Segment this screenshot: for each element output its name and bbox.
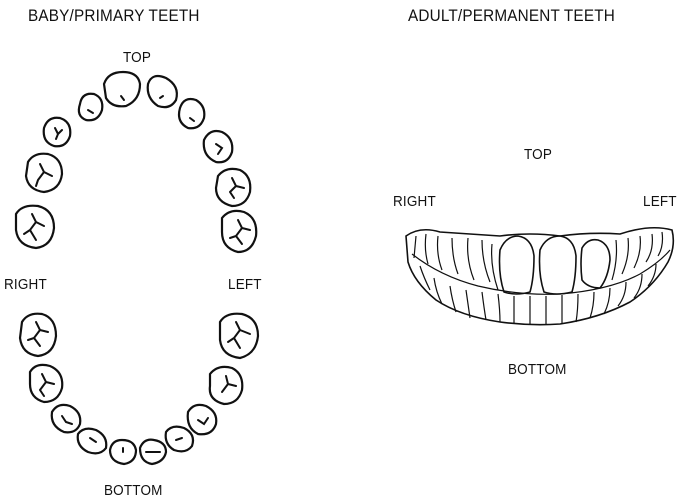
adult-teeth-set [406,228,673,325]
